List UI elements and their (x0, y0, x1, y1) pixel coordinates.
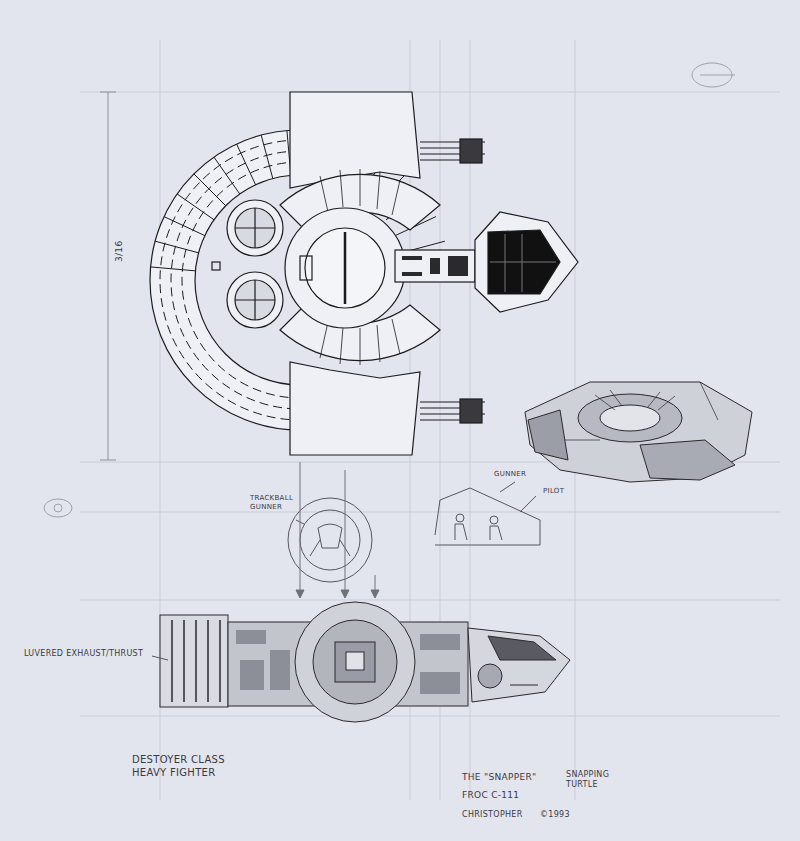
annotation-label: 3/16 (114, 241, 125, 262)
hull-segment (214, 157, 240, 194)
annotation-label: THE "SNAPPER" (462, 772, 536, 783)
annotation-label: TRACKBALL GUNNER (250, 494, 312, 512)
hull-segment (261, 135, 273, 178)
annotation-label: ©1993 (540, 810, 570, 820)
annotation-label: DESTOYER CLASS HEAVY FIGHTER (132, 754, 236, 779)
hull-segment (194, 174, 226, 206)
hull-segment (151, 267, 196, 271)
hull-segment (177, 194, 214, 220)
hull-plating (160, 140, 300, 420)
annotation-label: CHRISTOPHER (462, 810, 523, 820)
hull-plating (171, 151, 300, 409)
annotation-label: LUVERED EXHAUST/THRUST (24, 649, 143, 659)
hull-plating (182, 162, 300, 398)
annotation-label: PILOT (543, 487, 564, 496)
hull-segment (164, 217, 205, 236)
hull-segment (155, 241, 198, 253)
annotation-label: SNAPPING TURTLE (566, 770, 622, 790)
annotation-label: FROC C-111 (462, 790, 519, 801)
annotation-label: GUNNER (494, 470, 526, 479)
